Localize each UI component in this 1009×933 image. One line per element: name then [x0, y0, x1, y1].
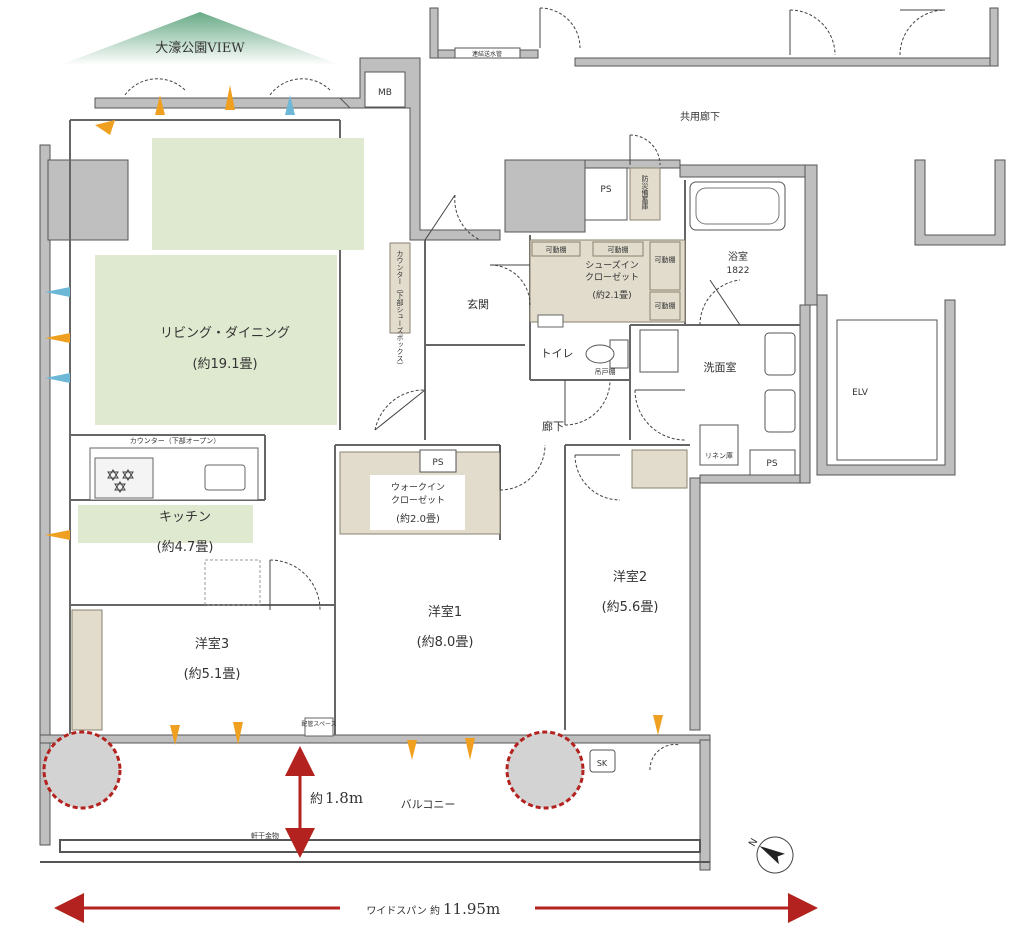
living-upper-area — [152, 138, 364, 250]
bedroom2-name: 洋室2 — [613, 569, 647, 585]
bedroom1-name: 洋室1 — [428, 604, 462, 620]
walkin-line1: ウォークイン — [391, 482, 445, 493]
linen-label: リネン庫 — [705, 451, 733, 460]
toilet-label: トイレ — [541, 347, 574, 360]
bedroom3-closet — [71, 609, 103, 731]
water-pipe-label: 連結送水管 — [472, 50, 502, 58]
counter-label: カウンター（下部オープン） — [130, 436, 221, 445]
walkin-ps-label: PS — [432, 458, 443, 468]
shoe-box-counter — [389, 242, 411, 334]
hanging-door-label: 吊戸棚 — [595, 367, 616, 376]
living-area — [95, 255, 337, 425]
ps-label-lower: PS — [766, 459, 777, 469]
shoesin-closet: 可動棚 可動棚 可動棚 可動棚 シューズイン クローゼット (約2.1畳) — [529, 239, 686, 323]
stove-burner-icon — [107, 469, 134, 493]
walkin-ps-box — [419, 449, 457, 473]
shoesin-line2: クローゼット — [585, 271, 639, 283]
washroom-sink — [639, 329, 679, 373]
ps-box-upper — [584, 167, 628, 221]
fridge-space — [204, 559, 261, 606]
bedroom2-size: (約5.6畳) — [602, 600, 659, 615]
toilet-icon — [585, 339, 629, 369]
corridor-label: 廊下 — [542, 419, 564, 433]
door-swing-icon — [124, 7, 946, 771]
kitchen-area — [78, 505, 253, 543]
kitchen-name: キッチン — [159, 510, 211, 525]
movable-shelf-label-3: 可動棚 — [655, 255, 676, 264]
elevator-car — [836, 319, 938, 461]
balcony-label: バルコニー — [401, 798, 456, 811]
mb-label: MB — [378, 88, 392, 98]
bathtub-icon — [689, 181, 786, 231]
shoesin-size: (約2.1畳) — [592, 289, 631, 301]
depth-prefix: 約 — [310, 792, 323, 807]
movable-shelf-label-1: 可動棚 — [546, 245, 567, 254]
mb-box — [364, 71, 406, 108]
pipe-space-box — [304, 717, 334, 737]
sk-label: SK — [597, 759, 608, 768]
common-corridor-label: 共用廊下 — [680, 110, 720, 123]
north-arrow-icon: N — [747, 836, 794, 874]
walkin-size: (約2.0畳) — [396, 512, 440, 525]
entrance-label: 玄関 — [467, 297, 489, 311]
bedroom3-size: (約5.1畳) — [184, 667, 241, 682]
living-name: リビング・ダイニング — [160, 326, 290, 341]
eave-rail-label: 軒干金物 — [251, 831, 279, 840]
kitchen-size: (約4.7畳) — [157, 540, 214, 555]
elv-label: ELV — [852, 388, 869, 398]
bath-size: 1822 — [727, 266, 750, 276]
view-label: 大濠公園VIEW — [155, 40, 245, 56]
pipe-space-label: 配管スペース — [301, 720, 336, 728]
span-value: 11.95m — [443, 900, 500, 918]
span-dimension: ワイドスパン 約 11.95m — [54, 893, 818, 923]
movable-shelf-label-2: 可動棚 — [608, 245, 629, 254]
fire-storage-box — [629, 167, 661, 221]
depth-value: 1.8m — [325, 789, 363, 807]
shoesin-line1: シューズイン — [585, 259, 639, 271]
bedroom1-size: (約8.0畳) — [417, 635, 474, 650]
walkin-line2: クローゼット — [391, 494, 445, 506]
sink-icon — [204, 464, 246, 491]
depth-dimension: 約 1.8m — [285, 746, 363, 858]
movable-shelf-label-4: 可動棚 — [655, 301, 676, 310]
kitchen-counter: カウンター（下部オープン） — [89, 436, 259, 501]
toilet-sink — [537, 314, 564, 328]
washing-machine — [764, 332, 796, 376]
svg-text:N: N — [747, 837, 760, 849]
span-prefix: ワイドスパン 約 — [366, 904, 440, 917]
fire-storage-label: 防災備蓄庫 — [641, 174, 649, 211]
balcony: バルコニー SK 軒干金物 — [42, 730, 616, 840]
bedroom2-closet — [631, 449, 688, 489]
view-indicator: 大濠公園VIEW — [60, 12, 340, 65]
washroom-label: 洗面室 — [704, 360, 737, 374]
ps-label-upper: PS — [600, 185, 611, 195]
ps-box-lower — [749, 449, 796, 476]
dryer-space — [764, 389, 796, 433]
living-size: (約19.1畳) — [192, 357, 257, 372]
wind-arrow-icon — [45, 85, 663, 760]
shoe-box-label: カウンター（下部シューズボックス） — [396, 250, 404, 369]
bedroom3-name: 洋室3 — [195, 636, 229, 652]
water-pipe-box — [454, 47, 521, 59]
linen-box — [699, 424, 739, 466]
bath-name: 浴室 — [728, 250, 748, 263]
